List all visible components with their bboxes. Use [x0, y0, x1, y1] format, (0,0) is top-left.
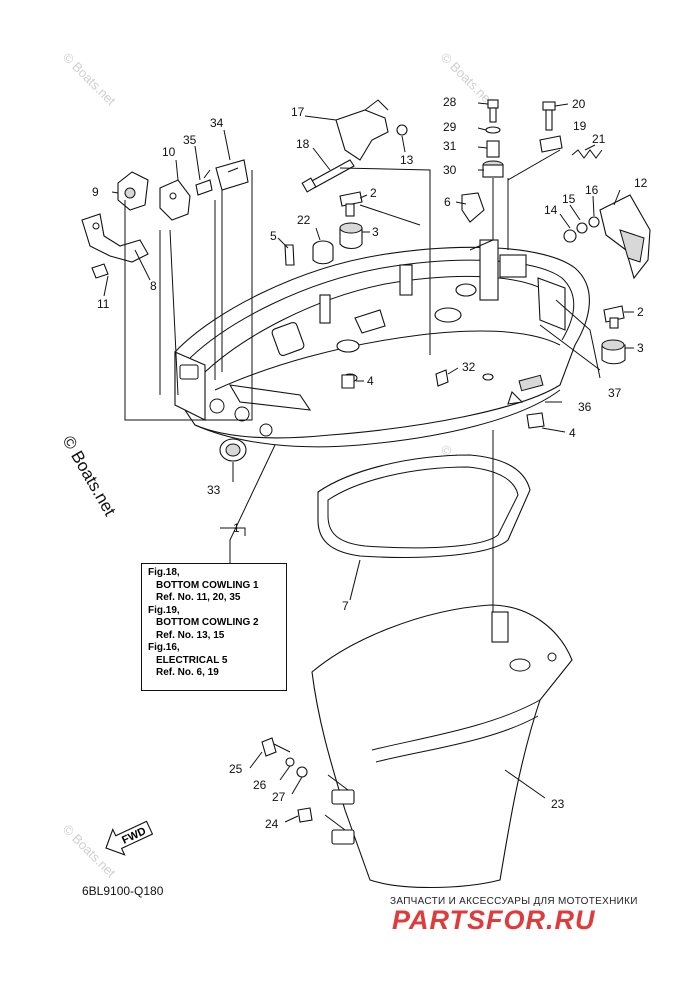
callout-13: 13 [400, 153, 414, 167]
callout-15: 15 [562, 192, 576, 206]
callout-28: 28 [443, 95, 457, 109]
callout-29: 29 [443, 120, 457, 134]
lower-casing-23-illustration [311, 604, 573, 889]
callout-12: 12 [634, 176, 648, 190]
fwd-arrow: FWD [105, 820, 154, 856]
watermark-top-left: © Boats.net [60, 50, 119, 109]
brand-logo[interactable]: PARTSFOR.RU [392, 905, 596, 935]
ref-line-3: Ref. No. 11, 20, 35 [156, 592, 241, 603]
callout-4b: 4 [569, 426, 576, 440]
callout-37: 37 [608, 386, 622, 400]
callout-2b: 2 [637, 305, 644, 319]
callout-11: 11 [97, 297, 110, 311]
callout-27: 27 [272, 790, 286, 804]
callout-3: 3 [372, 225, 379, 239]
callout-2: 2 [370, 186, 377, 200]
ref-line-6: Ref. No. 13, 15 [156, 629, 225, 641]
callout-22: 22 [297, 213, 311, 227]
callout-25: 25 [229, 762, 243, 776]
callout-30: 30 [443, 163, 457, 177]
callout-17: 17 [291, 105, 305, 119]
callout-34: 34 [210, 116, 224, 130]
bottom-cowling-illustration [174, 239, 590, 448]
ref-line-1: Fig.18, [148, 567, 180, 578]
callout-9: 9 [92, 185, 99, 199]
hardware-24-27 [261, 737, 313, 823]
ref-line-4: Fig.19, [148, 604, 180, 616]
callout-1: 1 [233, 521, 240, 535]
callout-23: 23 [551, 797, 565, 811]
diagram-code: 6BL9100-Q180 [82, 884, 164, 898]
callout-21: 21 [592, 132, 606, 146]
watermark-large: © Boats.net [59, 433, 120, 520]
callout-numbers: 1 2 2 3 3 4 4 5 6 7 8 9 10 11 12 13 14 1… [92, 95, 648, 831]
callout-32: 32 [462, 360, 476, 374]
callout-19: 19 [573, 119, 587, 133]
callout-35: 35 [183, 133, 197, 147]
callout-36: 36 [578, 400, 592, 414]
callout-31: 31 [443, 139, 457, 153]
ref-line-7: Fig.16, [148, 642, 180, 653]
callout-10: 10 [162, 145, 176, 159]
callout-3b: 3 [637, 341, 644, 355]
callout-24: 24 [265, 817, 279, 831]
callout-7: 7 [342, 599, 349, 613]
callout-5: 5 [270, 229, 277, 243]
callout-20: 20 [572, 97, 586, 111]
callout-6: 6 [444, 195, 451, 209]
callout-26: 26 [253, 778, 267, 792]
callout-18: 18 [296, 137, 310, 151]
ref-line-8: ELECTRICAL 5 [156, 654, 228, 666]
callout-8: 8 [150, 279, 157, 293]
ref-line-5: BOTTOM COWLING 2 [156, 617, 259, 628]
ref-line-9: Ref. No. 6, 19 [156, 667, 219, 678]
callout-33: 33 [207, 483, 221, 497]
callout-16: 16 [585, 183, 599, 197]
callout-4: 4 [367, 374, 374, 388]
leader-lines [103, 102, 634, 831]
callout-14: 14 [544, 203, 558, 217]
ref-line-2: BOTTOM COWLING 1 [156, 579, 259, 591]
fwd-arrow-label: FWD [120, 825, 148, 846]
watermark-bottom-left: © Boats.net [60, 822, 119, 881]
brand-tagline: ЗАПЧАСТИ И АКСЕССУАРЫ ДЛЯ МОТОТЕХНИКИ [390, 896, 638, 907]
reference-box: Fig.18, BOTTOM COWLING 1 Ref. No. 11, 20… [141, 563, 287, 691]
seal-7-illustration [317, 454, 531, 558]
